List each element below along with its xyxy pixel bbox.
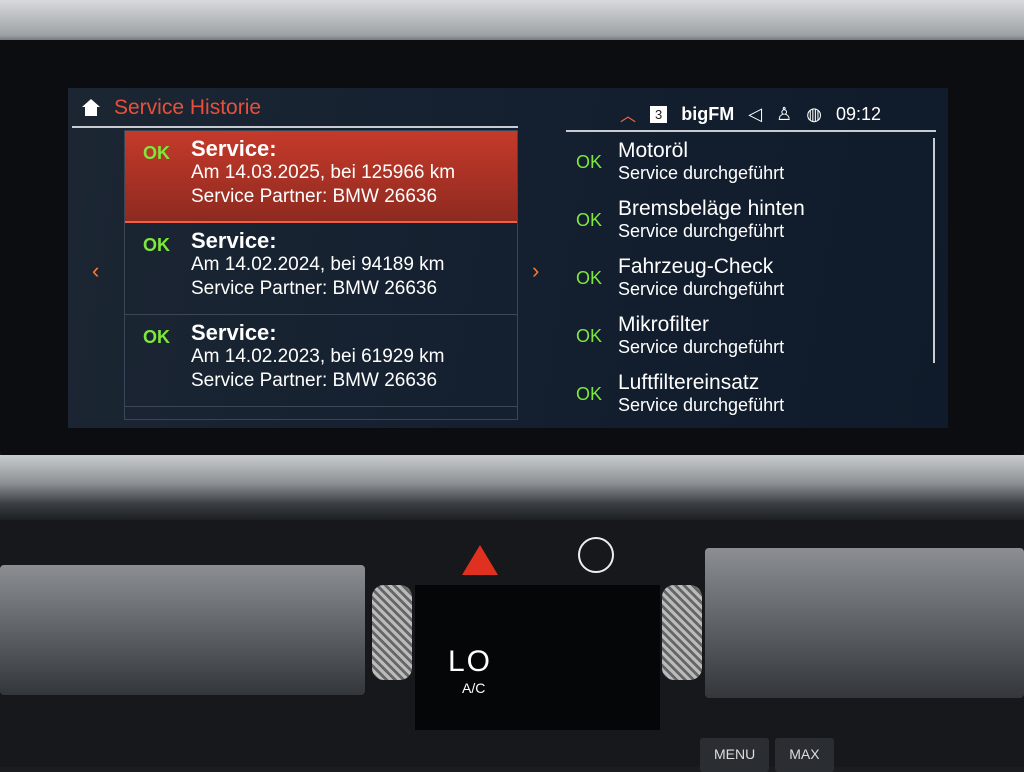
detail-name: Motoröl (618, 139, 689, 162)
status-bar: ︿ 3 bigFM ◁ ♙ ◍ 09:12 (620, 102, 881, 126)
list-item[interactable]: OK Service:Am 14.03.2025, bei 125966 km S… (125, 131, 517, 223)
air-vent-left[interactable] (0, 565, 365, 695)
detail-state: Service durchgeführt (618, 221, 785, 241)
detail-name: Bremsbeläge hinten (618, 197, 805, 220)
list-item[interactable]: OK Service:Am 14.02.2024, bei 94189 km Se… (125, 223, 517, 315)
chrome-trim (0, 455, 1024, 525)
home-icon[interactable] (80, 99, 102, 117)
air-vent-right[interactable] (705, 548, 1024, 698)
item-partner: Service Partner: BMW 26636 (191, 278, 438, 299)
detail-name: Luftfiltereinsatz (618, 371, 760, 394)
status-ok: OK (576, 326, 603, 346)
status-ok: OK (576, 268, 603, 288)
max-button[interactable]: MAX (775, 738, 834, 772)
divider (566, 130, 936, 132)
page-title: Service Historie (114, 96, 262, 119)
chevron-right-icon[interactable]: › (532, 258, 540, 283)
infotainment-screen: Service Historie ︿ 3 bigFM ◁ ♙ ◍ 09:12 ‹… (68, 88, 948, 428)
chevron-up-icon[interactable]: ︿ (620, 108, 637, 125)
vent-wheel-right[interactable] (662, 585, 702, 680)
status-ok: OK (576, 152, 603, 172)
temperature-display: LO (448, 645, 493, 678)
status-ok: OK (576, 384, 603, 404)
vent-wheel-left[interactable] (372, 585, 412, 680)
status-ok: OK (576, 210, 603, 230)
detail-state: Service durchgeführt (618, 395, 785, 415)
console-buttons: MENU MAX (700, 738, 834, 772)
item-date: Am 14.02.2023, bei 61929 km (191, 346, 445, 367)
detail-state: Service durchgeführt (618, 337, 785, 357)
clock: 09:12 (835, 103, 881, 124)
status-ok: OK (143, 143, 170, 163)
station-name[interactable]: bigFM (681, 103, 735, 124)
connectivity-icon: ◍ (806, 103, 822, 124)
detail-state: Service durchgeführt (618, 163, 785, 183)
detail-name: Fahrzeug-Check (618, 255, 774, 278)
item-title: Service: (191, 228, 277, 253)
divider (72, 126, 518, 128)
status-ok: OK (143, 327, 170, 347)
menu-button[interactable]: MENU (700, 738, 770, 772)
item-date: Am 14.02.2024, bei 94189 km (191, 254, 445, 275)
item-title: Service: (191, 136, 277, 161)
user-icon: ♙ (776, 103, 793, 124)
item-title: Service: (191, 320, 277, 345)
item-partner: Service Partner: BMW 26636 (191, 186, 438, 207)
list-item[interactable]: OK Service:Am 14.02.2023, bei 61929 km Se… (125, 315, 517, 407)
preset-badge: 3 (650, 105, 668, 123)
ac-label: A/C (462, 680, 486, 696)
detail-name: Mikrofilter (618, 313, 710, 336)
speaker-icon: ◁ (748, 103, 763, 124)
item-date: Am 14.03.2025, bei 125966 km (191, 162, 456, 183)
detail-state: Service durchgeführt (618, 279, 785, 299)
hazard-button[interactable] (462, 545, 498, 575)
status-ok: OK (143, 235, 170, 255)
item-partner: Service Partner: BMW 26636 (191, 370, 438, 391)
climate-display (415, 585, 660, 730)
chevron-left-icon[interactable]: ‹ (92, 258, 100, 283)
header: Service Historie (80, 96, 261, 120)
scrollbar[interactable] (933, 138, 935, 363)
park-assist-button[interactable] (578, 537, 614, 573)
